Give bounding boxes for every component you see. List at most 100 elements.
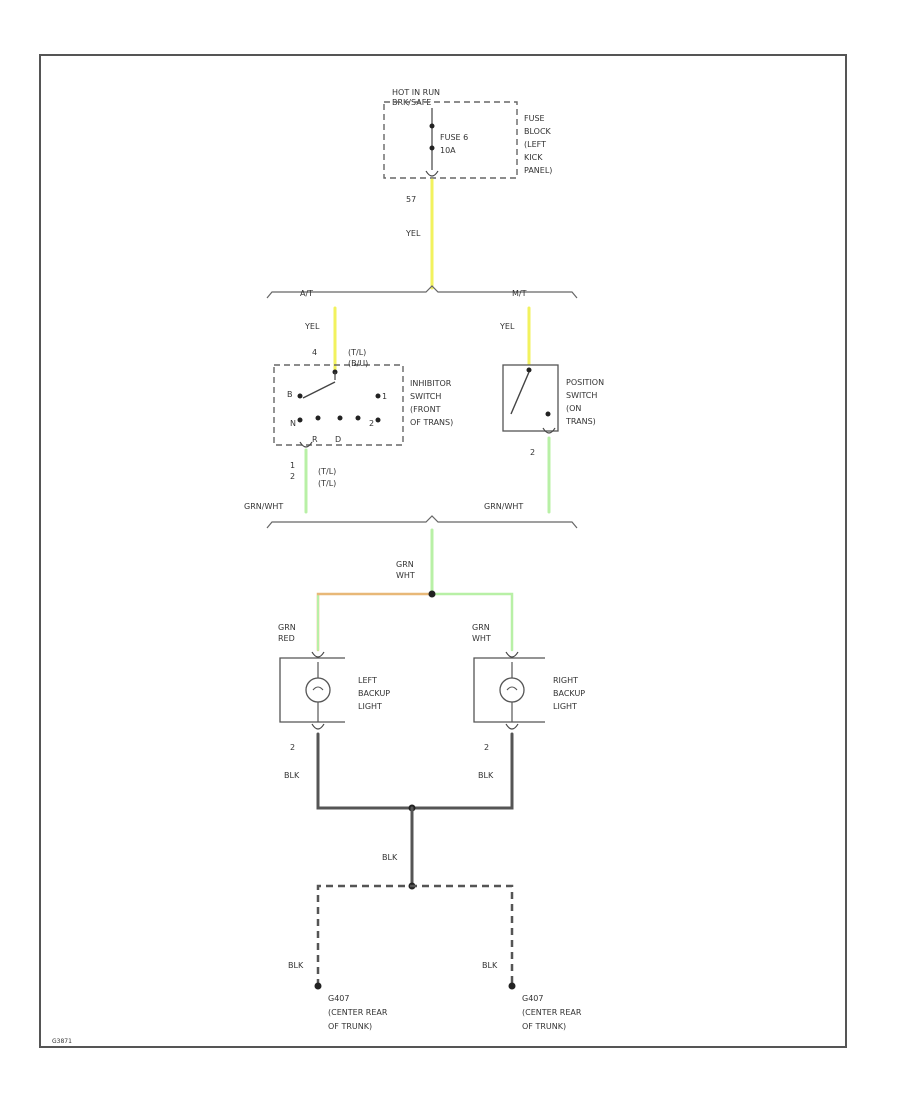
right-light-label-2: BACKUP: [553, 689, 585, 698]
inhibitor-output-connector: [299, 441, 313, 448]
feed-wire-color-label: YEL: [405, 229, 421, 238]
left-light-label-2: BACKUP: [358, 689, 390, 698]
left-light-wire-label-2: RED: [278, 634, 295, 643]
left-light-wire-label-1: GRN: [278, 623, 296, 632]
position-pin-label: 2: [530, 448, 535, 457]
fuse-block-label-1: FUSE: [524, 114, 545, 123]
ground-left-label-1: G407: [328, 994, 349, 1003]
split-label-at: A/T: [300, 289, 313, 298]
right-light-wire-label-2: WHT: [472, 634, 491, 643]
fuse-pin-label: 57: [406, 195, 416, 204]
inhibitor-contact-b: [297, 393, 303, 399]
inhibitor-pin-2-label: 2: [369, 419, 374, 428]
diagram-frame: [39, 54, 847, 1048]
right-light-feed: [430, 592, 514, 652]
inhibitor-pin-r: R: [312, 435, 318, 444]
inhibitor-outline: [273, 364, 404, 446]
left-light-bottom-connector: [311, 723, 325, 730]
ground-point-left-icon: [314, 982, 322, 990]
position-label-4: TRANS): [565, 417, 596, 426]
inhibitor-contact-n: [297, 417, 303, 423]
position-label-1: POSITION: [566, 378, 604, 387]
inhibitor-switch: YEL 4 (T/L) (B/U) B 1 N 2 R D INHIBITOR …: [244, 306, 453, 514]
inhibitor-contact-2: [375, 417, 381, 423]
right-light-pin: 2: [484, 743, 489, 752]
ground-right-label-3: OF TRUNK): [522, 1022, 566, 1031]
merge-bracket: [266, 515, 578, 529]
right-light-top-connector: [505, 651, 519, 658]
inhibitor-label-4: OF TRANS): [410, 418, 453, 427]
right-light-label-1: RIGHT: [553, 676, 578, 685]
inhibitor-pin-d: D: [335, 435, 341, 444]
position-wire-in-label: YEL: [499, 322, 515, 331]
ground-left-wire-label: BLK: [288, 961, 304, 970]
ground-left-label-3: OF TRUNK): [328, 1022, 372, 1031]
figure-id: G3871: [52, 1038, 72, 1045]
position-contact-bottom: [545, 411, 551, 417]
ground-left-label-2: (CENTER REAR: [328, 1008, 388, 1017]
inhibitor-bottom-pin-label-2: (T/L): [318, 479, 336, 488]
position-outline: [502, 364, 559, 432]
left-light-housing: [279, 657, 345, 723]
inhibitor-pin-bu: (B/U): [348, 359, 368, 368]
inhibitor-pin-1-label: 1: [382, 392, 387, 401]
fuse-name: FUSE 6: [440, 133, 468, 142]
inhibitor-label-3: (FRONT: [410, 405, 441, 414]
inhibitor-contact-c: [355, 415, 361, 421]
inhibitor-contact-1: [375, 393, 381, 399]
ground-trunk-wire-label: BLK: [382, 853, 398, 862]
position-wire-out-label: GRN/WHT: [484, 502, 523, 511]
right-backup-light: GRN WHT RIGHT BACKUP LIGHT 2 BLK: [472, 623, 585, 780]
split-label-mt: M/T: [512, 289, 527, 298]
hot-label-2: BRK/SAFE: [392, 98, 431, 107]
ground-left-label: G407 (CENTER REAR OF TRUNK): [328, 994, 388, 1031]
fuse-block-label-3: (LEFT: [524, 140, 546, 149]
fuse-output-connector: [425, 170, 439, 177]
left-bulb-icon: [305, 677, 331, 703]
right-bulb-filament-icon: [506, 686, 518, 691]
split-bracket: [266, 285, 578, 299]
junction-wire-label-2: WHT: [396, 571, 415, 580]
hot-label-1: HOT IN RUN: [392, 88, 440, 97]
ground-right-label-1: G407: [522, 994, 543, 1003]
left-backup-light: GRN RED LEFT BACKUP LIGHT 2 BLK: [278, 623, 390, 780]
inhibitor-pin-tl: (T/L): [348, 348, 366, 357]
position-contact-top: [526, 367, 532, 373]
left-light-feed-orange: [316, 592, 434, 652]
fuse-contact-top: [429, 123, 435, 129]
fuse-block-label-5: PANEL): [524, 166, 552, 175]
position-output-connector: [542, 427, 556, 434]
splice-junction: [428, 590, 436, 598]
left-light-label-1: LEFT: [358, 676, 377, 685]
inhibitor-label-1: INHIBITOR: [410, 379, 452, 388]
inhibitor-wire-out-label: GRN/WHT: [244, 502, 283, 511]
inhibitor-contact-a: [315, 415, 321, 421]
ground-dashed-wires: [316, 884, 514, 986]
fuse-block-outline: [383, 101, 518, 179]
inhibitor-bottom-pin-label-1: (T/L): [318, 467, 336, 476]
inhibitor-bottom-pin-2: 2: [290, 472, 295, 481]
inhibitor-pin-n: N: [290, 419, 296, 428]
fuse-block-label-4: KICK: [524, 153, 543, 162]
right-light-housing: [473, 657, 545, 723]
inhibitor-pin-4: 4: [312, 348, 317, 357]
inhibitor-pin-b: B: [287, 390, 293, 399]
position-label-3: (ON: [566, 404, 581, 413]
fuse-block-label-2: BLOCK: [524, 127, 552, 136]
left-light-pin: 2: [290, 743, 295, 752]
right-light-ground-wire-label: BLK: [478, 771, 494, 780]
right-light-wire-label-1: GRN: [472, 623, 490, 632]
left-light-label-3: LIGHT: [358, 702, 382, 711]
right-light-bottom-connector: [505, 723, 519, 730]
junction-wire-label-1: GRN: [396, 560, 414, 569]
ground-right-wire-label: BLK: [482, 961, 498, 970]
inhibitor-bottom-pin-1: 1: [290, 461, 295, 470]
position-switch: YEL POSITION SWITCH (ON TRANS) 2 GRN/WHT: [484, 306, 604, 514]
left-light-ground-wire-label: BLK: [284, 771, 300, 780]
ground-point-right-icon: [508, 982, 516, 990]
right-bulb-icon: [499, 677, 525, 703]
inhibitor-wire-in-label: YEL: [304, 322, 320, 331]
inhibitor-contact-b2: [337, 415, 343, 421]
right-light-label-3: LIGHT: [553, 702, 577, 711]
